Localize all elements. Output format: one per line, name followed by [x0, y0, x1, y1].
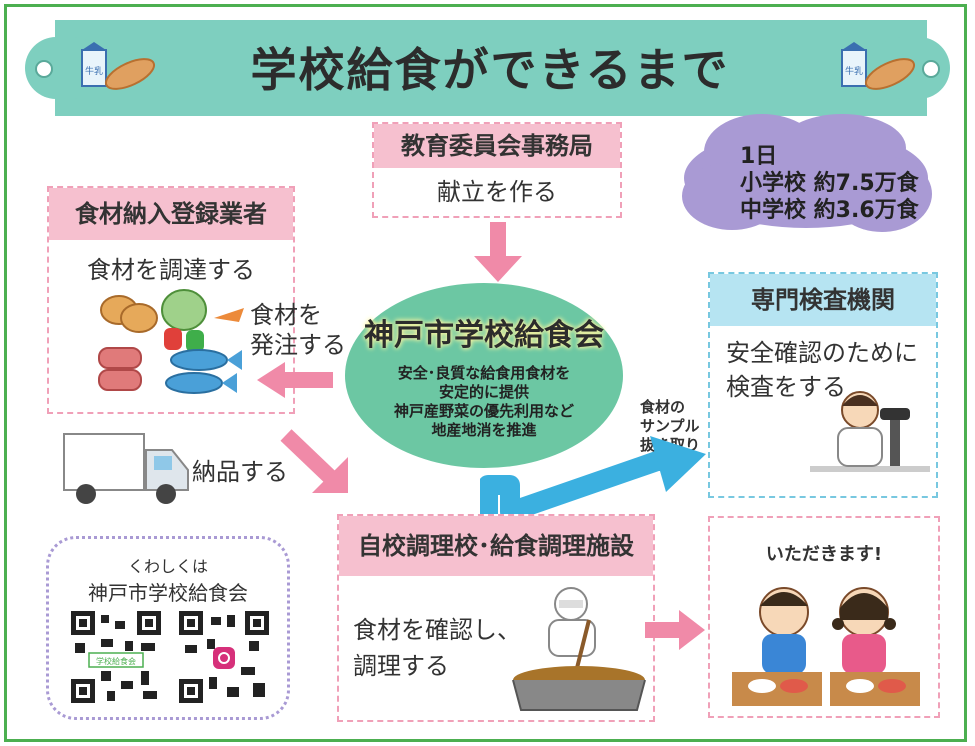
center-line-1: 安全･良質な給食用食材を — [397, 364, 571, 382]
qr-label: 学校給食会 — [96, 656, 136, 666]
milk-bread-icon-right: 牛乳 — [841, 42, 916, 90]
sample-arrow — [480, 436, 706, 535]
order-label-line-1: 食材を — [250, 301, 322, 329]
sample-label-line-1: 食材の — [640, 398, 686, 416]
kitchen-box: 自校調理校･給食調理施設 食材を確認し、 調理する — [337, 514, 655, 722]
center-oval — [345, 283, 623, 468]
eat-box: いただきます! — [708, 516, 940, 718]
milk-bread-icon-left: 牛乳 — [81, 42, 156, 90]
info-box: くわしくは 神戸市学校給食会 学校給食会 — [46, 536, 290, 720]
delivery-arrow — [280, 429, 348, 493]
board-box: 教育委員会事務局 献立を作る — [372, 122, 622, 218]
center-name: 神戸市学校給食会 — [364, 318, 604, 353]
inspection-line-2: 検査をする — [726, 373, 846, 401]
board-task: 献立を作る — [437, 178, 557, 206]
inspection-line-1: 安全確認のために — [726, 339, 918, 367]
stats-line-1: 1日 — [740, 144, 778, 169]
center-line-3: 神戸産野菜の優先利用など — [393, 402, 574, 420]
sample-label-line-2: サンプル — [640, 417, 700, 435]
title-banner — [55, 20, 927, 116]
inspection-box: 専門検査機関 安全確認のために 検査をする — [708, 272, 938, 498]
delivery-label: 納品する — [192, 458, 288, 486]
qr-code-website[interactable]: 学校給食会 — [71, 611, 161, 703]
cook-pot-icon — [512, 587, 646, 711]
stats-line-3: 中学校 約3.6万食 — [740, 198, 919, 223]
stats-cloud — [682, 114, 932, 232]
kitchen-line-2: 調理する — [353, 652, 449, 680]
order-label-line-2: 発注する — [250, 331, 346, 359]
banner-hole-right — [922, 60, 940, 78]
order-label: 食材を 発注する — [250, 300, 346, 360]
children-eating-icon — [732, 587, 920, 706]
center-description: 安全･良質な給食用食材を 安定的に提供 神戸産野菜の優先利用など 地産地消を推進 — [345, 364, 623, 440]
info-line-2: 神戸市学校給食会 — [88, 581, 248, 605]
info-line-1: くわしくは — [127, 557, 208, 576]
serve-arrow — [645, 610, 705, 650]
milk-label: 牛乳 — [85, 65, 103, 77]
page-frame — [4, 4, 967, 742]
eat-label: いただきます! — [765, 544, 883, 565]
order-arrow — [257, 362, 333, 398]
center-line-2: 安定的に提供 — [438, 383, 529, 401]
board-heading: 教育委員会事務局 — [374, 124, 620, 168]
center-line-4: 地産地消を推進 — [431, 421, 537, 439]
supplier-heading: 食材納入登録業者 — [49, 188, 293, 240]
ingredients-icon — [98, 289, 244, 394]
milk-label: 牛乳 — [845, 65, 863, 77]
kitchen-text: 食材を確認し、 調理する — [339, 612, 653, 684]
down-arrow — [474, 222, 522, 282]
kitchen-line-1: 食材を確認し、 — [353, 616, 521, 644]
page-title: 学校給食ができるまで — [250, 43, 730, 97]
supplier-task: 食材を調達する — [87, 256, 255, 284]
supplier-box: 食材納入登録業者 食材を調達する — [47, 186, 295, 414]
qr-code-instagram[interactable] — [179, 611, 269, 703]
inspection-text: 安全確認のために 検査をする — [710, 336, 936, 404]
banner-hole-left — [35, 60, 53, 78]
truck-icon — [63, 433, 189, 504]
stats-line-2: 小学校 約7.5万食 — [740, 171, 919, 196]
inspection-heading: 専門検査機関 — [710, 274, 936, 326]
inspector-icon — [810, 391, 930, 472]
stats-text: 1日 小学校 約7.5万食 中学校 約3.6万食 — [740, 143, 919, 224]
kitchen-heading: 自校調理校･給食調理施設 — [339, 516, 653, 576]
